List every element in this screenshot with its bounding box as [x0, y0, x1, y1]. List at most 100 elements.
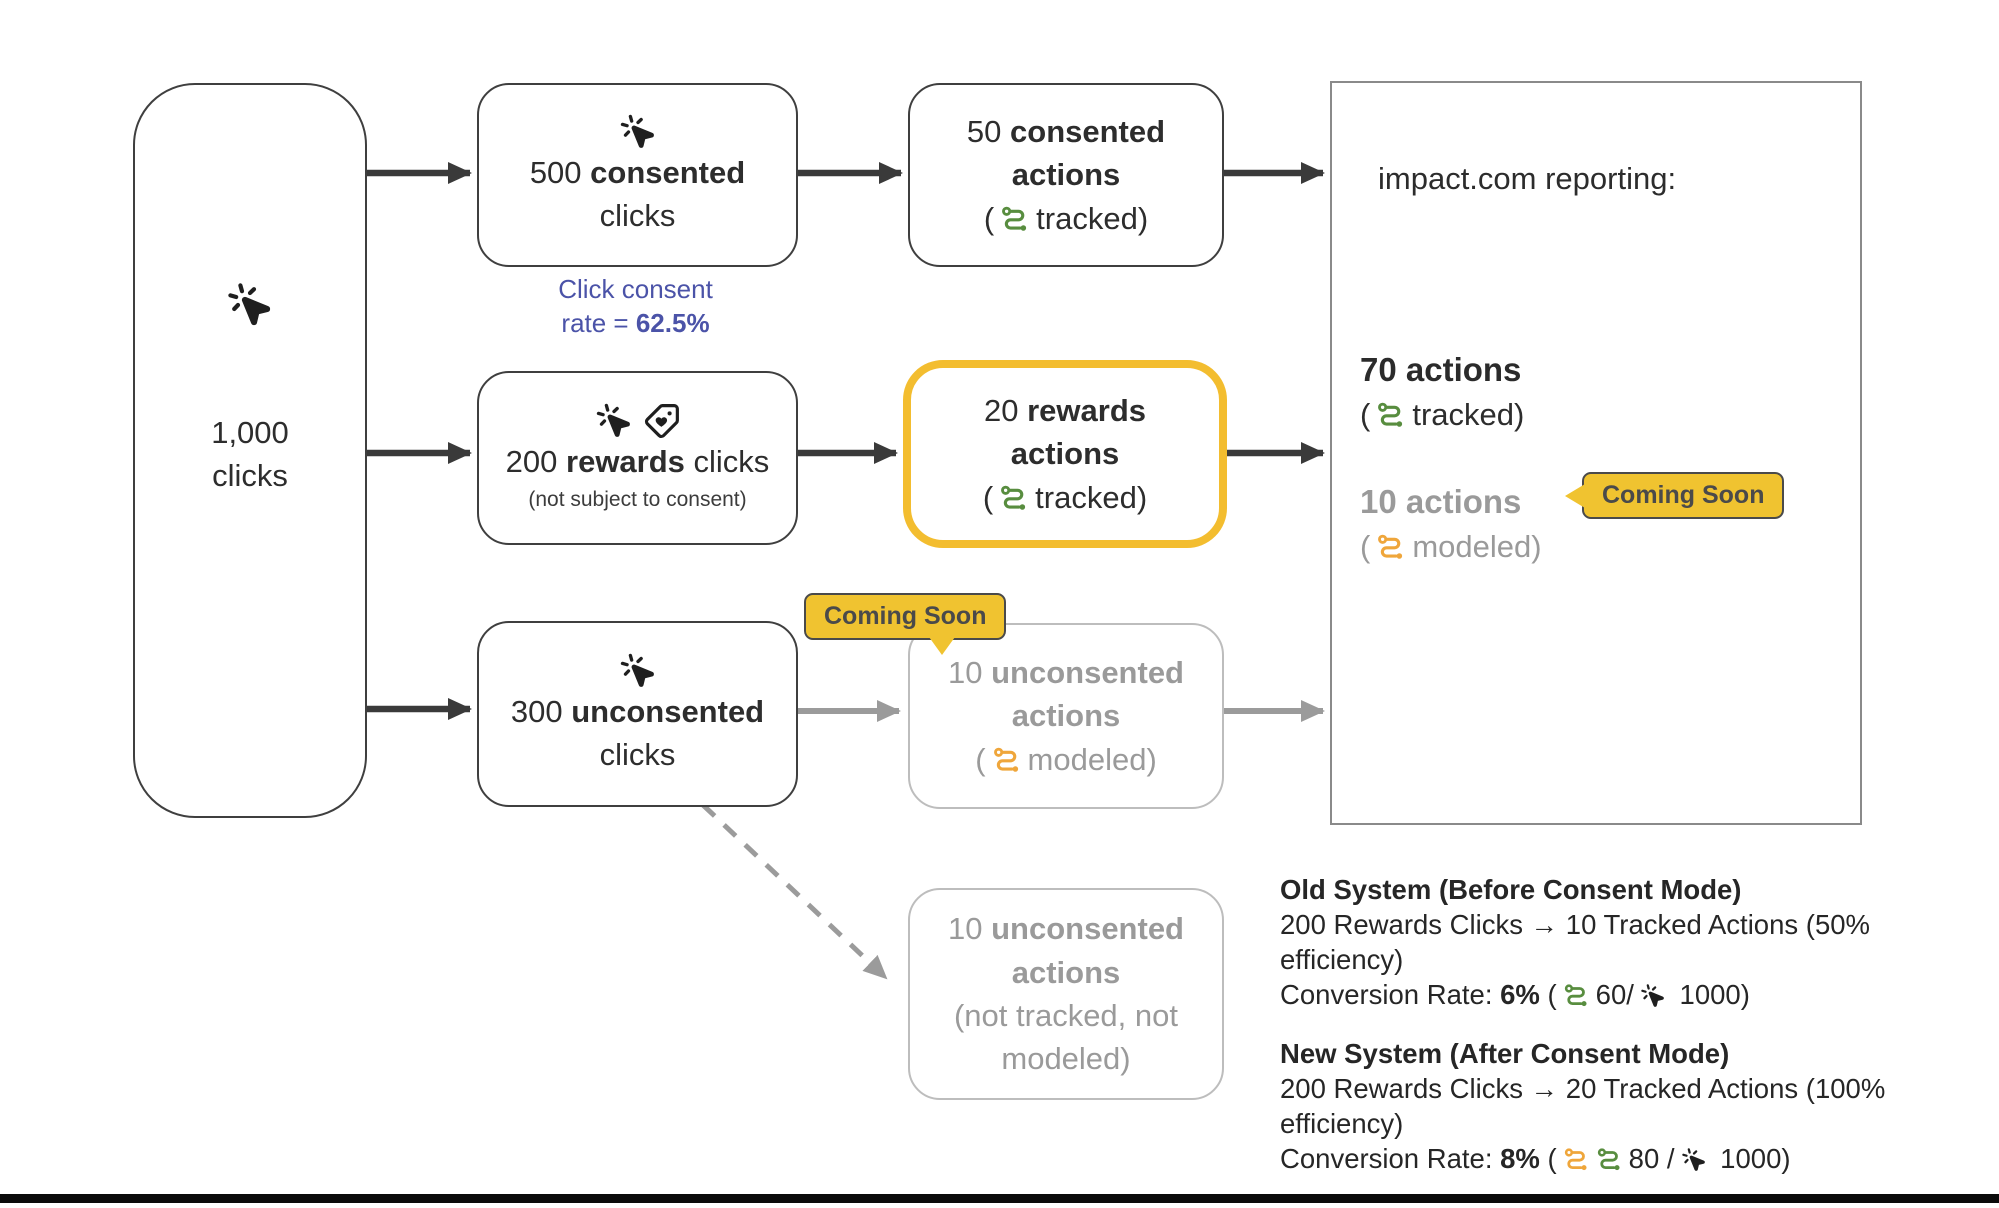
unconsented-clicks-line2: clicks [599, 737, 676, 772]
lost-actions-note-line1: (not tracked, not [953, 998, 1178, 1033]
route-tracked-icon [1001, 485, 1026, 510]
rewards-clicks-icons [595, 402, 681, 440]
arrow-unconsented-to-lost-dashed [701, 803, 888, 980]
paren-open: ( [1360, 397, 1371, 432]
unconsented-clicks-line1: 300 unconsented [511, 690, 764, 733]
node-rewards-clicks: 200 rewards clicks (not subject to conse… [477, 371, 798, 545]
lost-actions-line1: 10 unconsented [948, 907, 1184, 950]
total-clicks-unit: clicks [212, 458, 288, 494]
paren-open: ( [1539, 979, 1557, 1010]
modeled-actions-line1: 10 unconsented [948, 651, 1184, 694]
consented-clicks-line2: clicks [599, 198, 676, 233]
lost-actions-keyword: unconsented [991, 911, 1184, 947]
rewards-actions-count: 20 [983, 392, 1028, 428]
modeled-actions-modeled-line: ( modeled) [975, 738, 1157, 781]
rewards-actions-tracked-line: ( tracked) [983, 476, 1147, 519]
new-system-flow: 200 Rewards Clicks → 20 Tracked Actions … [1280, 1071, 1999, 1141]
coming-soon-badge-panel: Coming Soon [1582, 472, 1785, 519]
rewards-actions-line2: actions [1010, 436, 1120, 472]
route-modeled-icon [993, 747, 1018, 772]
route-modeled-icon [1564, 1148, 1587, 1171]
unconsented-clicks-keyword: unconsented [571, 693, 765, 729]
new-system-title: New System (After Consent Mode) [1280, 1038, 1730, 1069]
old-flow-to: 10 Tracked Actions (50% efficiency) [1280, 909, 1870, 975]
paren-open: ( [982, 479, 994, 515]
node-consented-clicks: 500 consented clicks [477, 83, 798, 267]
rewards-clicks-line: 200 rewards clicks [506, 440, 770, 483]
unconsented-clicks-count: 300 [510, 693, 572, 729]
paren-open: ( [983, 200, 995, 236]
modeled-actions-keyword: unconsented [991, 654, 1184, 690]
new-system-rate: Conversion Rate: 8% (80 / 1000) [1280, 1141, 1999, 1176]
tracked-label: tracked) [1035, 479, 1148, 515]
modeled-actions-label: ( modeled) [1360, 529, 1542, 565]
arrow-glyph: → [1530, 1073, 1559, 1104]
paren-open: ( [1360, 529, 1371, 564]
consent-rate-value: 62.5% [635, 308, 710, 339]
old-system-title: Old System (Before Consent Mode) [1280, 874, 1742, 905]
old-flow-from: 200 Rewards Clicks [1280, 909, 1531, 940]
cursor-click-icon [228, 283, 271, 326]
new-rate-denominator: 1000) [1712, 1143, 1791, 1174]
rewards-clicks-suffix: clicks [684, 443, 770, 479]
cursor-click-icon [620, 114, 654, 148]
node-modeled-actions: 10 unconsented actions ( modeled) [908, 623, 1224, 809]
consented-actions-line2: actions [1011, 157, 1121, 193]
consented-actions-tracked-line: ( tracked) [984, 197, 1148, 240]
cursor-click-icon [596, 403, 630, 437]
cursor-click-icon [1681, 1148, 1705, 1171]
route-tracked-icon [1564, 984, 1587, 1007]
old-rate-fraction: 60/ [1595, 979, 1634, 1010]
cursor-click-icon [620, 653, 654, 687]
reporting-panel: impact.com reporting: 70 actions ( tracke… [1330, 81, 1862, 825]
route-tracked-icon [1378, 402, 1403, 427]
tracked-label: tracked) [1412, 397, 1525, 432]
tracked-actions-count: 70 actions [1360, 351, 1522, 388]
rewards-clicks-note: (not subject to consent) [528, 488, 747, 511]
lost-actions-line2: actions [1011, 954, 1121, 990]
modeled-label: modeled) [1027, 741, 1157, 777]
summary-gap [1280, 1012, 1999, 1036]
coming-soon-label: Coming Soon [824, 602, 987, 630]
route-tracked-icon [1002, 206, 1027, 231]
consented-actions-line1: 50 consented [967, 110, 1165, 153]
new-rate-value: 8% [1500, 1143, 1540, 1174]
cursor-click-icon [1641, 984, 1664, 1007]
paren-open: ( [1539, 1143, 1557, 1174]
new-flow-to: 20 Tracked Actions (100% efficiency) [1280, 1073, 1886, 1139]
arrow-glyph: → [1530, 909, 1559, 940]
consented-clicks-keyword: consented [590, 154, 746, 190]
tracked-label: tracked) [1036, 200, 1149, 236]
click-consent-rate-note: Click consent rate = 62.5% [498, 272, 773, 341]
rate-label: Conversion Rate: [1280, 979, 1501, 1010]
consented-actions-count: 50 [966, 113, 1011, 149]
old-rate-denominator: 1000) [1671, 979, 1750, 1010]
total-clicks-label: 1,000 clicks [135, 411, 365, 498]
consent-rate-prefix: rate = [561, 308, 636, 339]
consent-rate-line1: Click consent [558, 274, 713, 304]
node-lost-actions: 10 unconsented actions (not tracked, not… [908, 888, 1224, 1100]
coming-soon-badge-modeled: Coming Soon [804, 593, 1007, 655]
consent-rate-line2: rate = 62.5% [498, 306, 773, 340]
consented-clicks-line1: 500 consented [530, 151, 745, 194]
coming-soon-label: Coming Soon [1602, 481, 1765, 509]
paren-open: ( [975, 741, 986, 777]
lost-actions-note-line2: modeled) [1001, 1041, 1131, 1077]
reporting-panel-title: impact.com reporting: [1378, 161, 1677, 196]
rewards-tag-heart-icon [644, 403, 679, 438]
new-rate-fraction: 80 / [1628, 1143, 1675, 1174]
modeled-actions-count: 10 actions [1360, 483, 1522, 520]
modeled-actions-line2: actions [1011, 698, 1121, 734]
consented-actions-keyword: consented [1010, 113, 1166, 149]
rewards-clicks-count: 200 [505, 443, 567, 479]
modeled-label: modeled) [1412, 529, 1542, 564]
old-system-rate: Conversion Rate: 6% (60/ 1000) [1280, 977, 1999, 1012]
route-tracked-icon [1597, 1148, 1620, 1171]
rewards-actions-keyword: rewards [1027, 392, 1146, 428]
lost-actions-count: 10 [947, 911, 992, 947]
node-consented-actions: 50 consented actions ( tracked) [908, 83, 1224, 267]
bottom-border-line [0, 1194, 1999, 1203]
consented-clicks-count: 500 [529, 154, 591, 190]
node-rewards-actions-highlighted: 20 rewards actions ( tracked) [903, 360, 1227, 548]
